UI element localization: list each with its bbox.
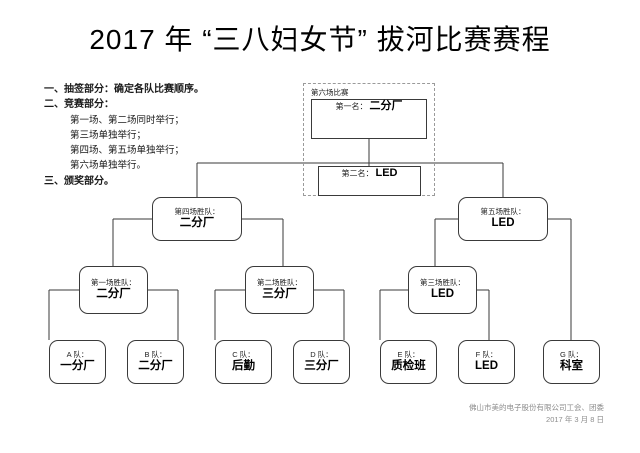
- team-b-label: B 队：: [144, 350, 167, 360]
- footer-organization: 佛山市美的电子股份有限公司工会、团委: [469, 403, 604, 412]
- semifinal-box-5[interactable]: 第五场胜队： LED: [458, 197, 548, 241]
- team-e-value: 质检班: [391, 360, 426, 373]
- quarterfinal-1-label: 第一场胜队：: [91, 278, 136, 288]
- quarterfinal-2-value: 三分厂: [262, 288, 297, 301]
- note-line-6: 第六场单独举行。: [70, 160, 147, 172]
- semifinal-5-value: LED: [491, 217, 515, 230]
- quarterfinal-box-2[interactable]: 第二场胜队： 三分厂: [245, 266, 314, 314]
- semifinal-box-4[interactable]: 第四场胜队： 二分厂: [152, 197, 242, 241]
- team-f-label: F 队：: [475, 350, 498, 360]
- team-box-a[interactable]: A 队： 一分厂: [49, 340, 106, 384]
- team-f-value: LED: [475, 360, 498, 373]
- quarterfinal-1-value: 二分厂: [96, 288, 131, 301]
- second-place-box[interactable]: 第二名： LED: [318, 166, 421, 196]
- team-box-b[interactable]: B 队： 二分厂: [127, 340, 184, 384]
- final-match-label: 第六场比赛: [311, 88, 349, 97]
- quarterfinal-2-label: 第二场胜队：: [257, 278, 302, 288]
- team-c-value: 后勤: [232, 360, 255, 373]
- second-place-label: 第二名：: [341, 169, 374, 178]
- note-line-1: 一、抽签部分：确定各队比赛顺序。: [44, 84, 204, 95]
- footer-block: 佛山市美的电子股份有限公司工会、团委 2017 年 3 月 8 日: [469, 402, 604, 426]
- second-place-value: LED: [375, 167, 398, 179]
- team-box-e[interactable]: E 队： 质检班: [380, 340, 437, 384]
- semifinal-5-label: 第五场胜队：: [480, 207, 526, 217]
- team-d-value: 三分厂: [304, 360, 339, 373]
- team-b-value: 二分厂: [138, 360, 173, 373]
- team-box-d[interactable]: D 队： 三分厂: [293, 340, 350, 384]
- page-title: 2017 年 “三八妇女节” 拔河比赛赛程: [89, 24, 551, 55]
- team-box-g[interactable]: G 队： 科室: [543, 340, 600, 384]
- quarterfinal-3-value: LED: [431, 288, 454, 301]
- note-line-3: 第一场、第二场同时举行；: [70, 114, 185, 126]
- team-a-value: 一分厂: [60, 360, 95, 373]
- notes-block: 一、抽签部分：确定各队比赛顺序。 二、竞赛部分： 第一场、第二场同时举行； 第三…: [44, 82, 294, 189]
- semifinal-4-value: 二分厂: [179, 217, 215, 230]
- note-line-7: 三、颁奖部分。: [44, 175, 114, 187]
- team-g-label: G 队：: [560, 350, 583, 360]
- team-g-value: 科室: [560, 360, 583, 373]
- note-line-4: 第三场单独举行；: [70, 129, 147, 141]
- team-d-label: D 队：: [310, 350, 333, 360]
- quarterfinal-box-3[interactable]: 第三场胜队： LED: [408, 266, 477, 314]
- note-line-5: 第四场、第五场单独举行；: [70, 145, 185, 157]
- team-a-label: A 队：: [66, 350, 89, 360]
- note-line-2: 二、竞赛部分：: [44, 99, 114, 111]
- first-place-label: 第一名：: [335, 102, 368, 111]
- team-box-c[interactable]: C 队： 后勤: [215, 340, 272, 384]
- first-place-value: 二分厂: [369, 100, 403, 112]
- team-c-label: C 队：: [232, 350, 255, 360]
- team-box-f[interactable]: F 队： LED: [458, 340, 515, 384]
- footer-date: 2017 年 3 月 8 日: [546, 415, 604, 424]
- quarterfinal-box-1[interactable]: 第一场胜队： 二分厂: [79, 266, 148, 314]
- quarterfinal-3-label: 第三场胜队：: [420, 278, 465, 288]
- first-place-box[interactable]: 第一名： 二分厂: [311, 99, 427, 139]
- team-e-label: E 队：: [397, 350, 420, 360]
- semifinal-4-label: 第四场胜队：: [174, 207, 220, 217]
